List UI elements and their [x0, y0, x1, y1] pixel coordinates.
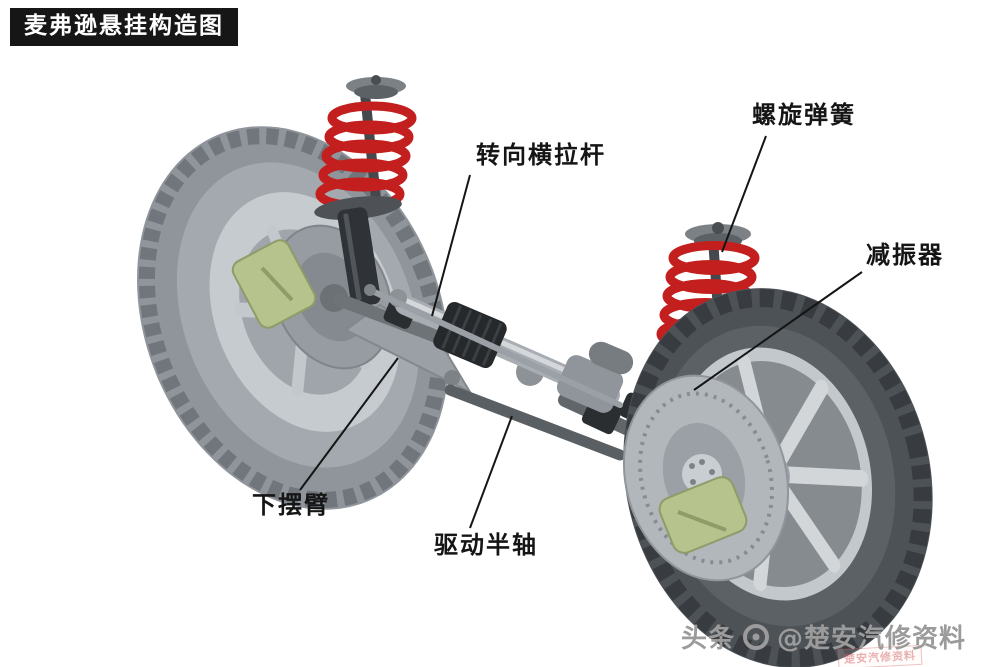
right-caliper-detail: [677, 510, 727, 532]
pointer-line-lower-control-arm: [299, 357, 399, 491]
left-brake-caliper: [231, 239, 317, 329]
watermark: 头条 @楚安汽修资料: [681, 618, 966, 655]
label-coil-spring: 螺旋弹簧: [752, 101, 856, 129]
watermark-logo-icon: [742, 623, 769, 650]
watermark-platform: 头条: [680, 624, 735, 654]
label-lower-control-arm: 下摆臂: [252, 491, 330, 519]
title-text: 麦弗逊悬挂构造图: [24, 13, 224, 39]
pointer-line-coil-spring: [721, 135, 767, 253]
title-badge: 麦弗逊悬挂构造图: [10, 8, 238, 46]
label-drive-half-shaft: 驱动半轴: [434, 531, 538, 559]
watermark-handle: @楚安汽修资料: [776, 624, 966, 654]
label-tie-rod: 转向横拉杆: [476, 141, 606, 169]
pointer-line-drive-half-shaft: [469, 415, 513, 529]
label-shock-absorber: 减振器: [866, 241, 944, 269]
left-caliper-detail: [260, 266, 294, 302]
right-brake-caliper: [658, 476, 748, 554]
pointer-line-shock-absorber: [693, 271, 863, 391]
left-strut: [314, 75, 417, 307]
pointer-line-tie-rod: [431, 174, 471, 317]
